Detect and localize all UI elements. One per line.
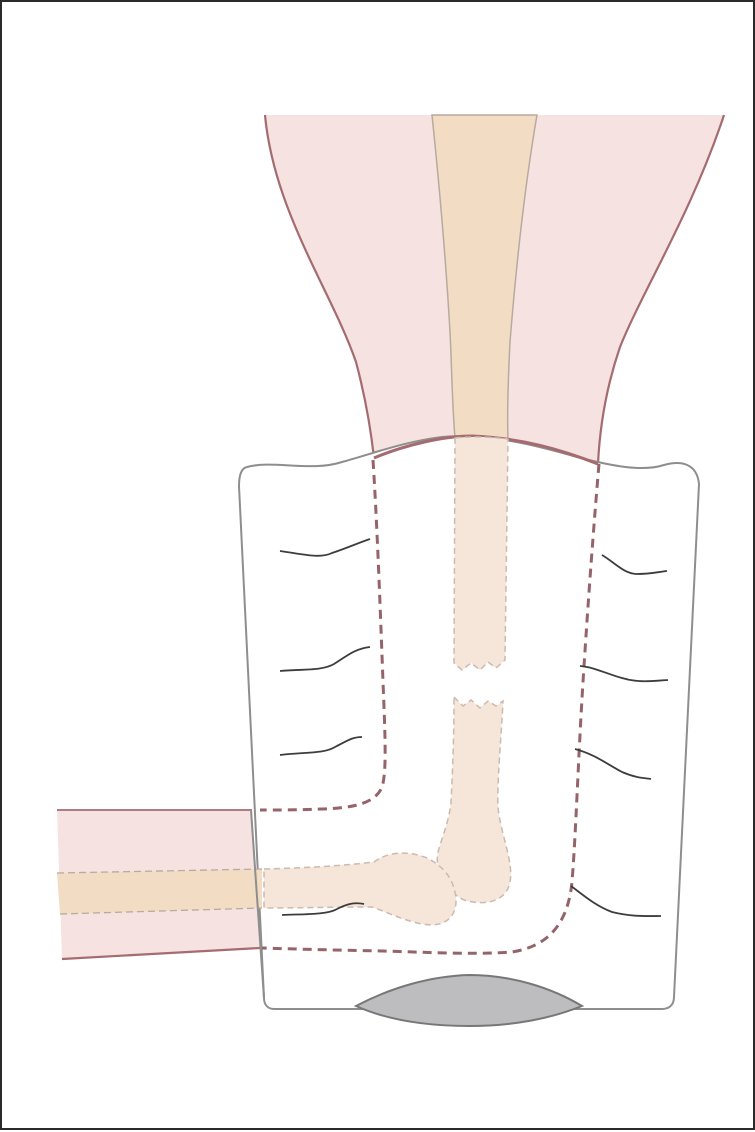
metatarsal-outside — [57, 869, 262, 914]
tibia-in-cast-upper — [454, 437, 508, 670]
